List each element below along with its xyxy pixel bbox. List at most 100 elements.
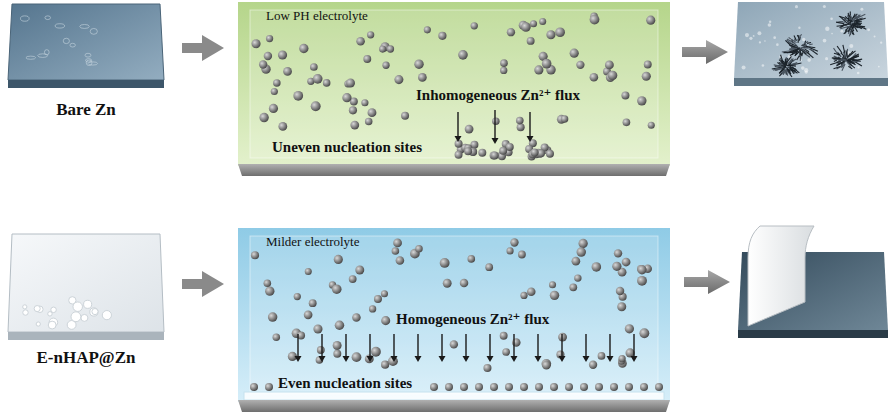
zn-ion <box>507 28 515 36</box>
dendrite-branch <box>849 30 851 37</box>
zn-ion <box>612 262 621 271</box>
dendrite-branch <box>834 48 839 55</box>
surface-speckle <box>823 5 826 8</box>
zn-ion <box>648 122 655 129</box>
zn-ion <box>259 113 268 122</box>
zn-ion <box>264 52 272 60</box>
zn-ion <box>356 37 365 46</box>
dendrite-branch <box>852 54 859 58</box>
zn-ion <box>333 350 341 358</box>
dendrite-branch <box>834 53 839 54</box>
dendrite-branch <box>857 15 859 20</box>
surface-bubble <box>44 50 49 55</box>
dendrite-branch <box>799 49 801 54</box>
flux-arrowhead <box>391 356 398 362</box>
zn-ion <box>478 149 486 157</box>
surface-speckle <box>825 27 829 31</box>
surface-speckle <box>773 36 776 39</box>
dendrite-branch <box>786 62 787 65</box>
coating-grain <box>90 308 98 316</box>
surface-speckle <box>742 65 746 69</box>
zn-ion <box>618 355 625 362</box>
dendrite-branch <box>779 67 786 74</box>
zn-ion <box>531 148 539 156</box>
surface-speckle <box>764 40 766 42</box>
zn-ion <box>505 383 513 391</box>
zn-ion <box>577 247 586 256</box>
dendrite-branch <box>836 22 844 24</box>
dendrite-branch <box>792 48 799 52</box>
text-holder: Homogeneous Zn²⁺ flux <box>396 310 549 328</box>
zn-ion <box>625 383 633 391</box>
dendrite-branch <box>841 63 844 67</box>
electrolyte-tank <box>238 228 670 402</box>
zn-ion <box>576 61 584 69</box>
zn-ion <box>467 255 475 263</box>
surface-bubble <box>85 53 91 57</box>
coating-grain <box>48 312 52 316</box>
flux-arrowhead <box>583 356 590 362</box>
surface-bubble <box>45 16 51 20</box>
dendrite-branch <box>845 16 850 21</box>
zn-ion <box>374 295 382 303</box>
zn-ion <box>520 292 527 299</box>
process-arrow <box>182 279 204 289</box>
zn-ion <box>394 75 403 84</box>
surface-speckle <box>867 28 870 31</box>
tank-glass <box>250 10 658 158</box>
surface-speckle <box>880 41 882 43</box>
dendrite-branch <box>792 48 796 49</box>
surface-speckle <box>768 23 772 27</box>
zn-ion <box>483 364 491 372</box>
zn-ion <box>424 26 431 33</box>
zn-ion <box>266 35 273 42</box>
zn-ion <box>518 251 526 259</box>
zn-ion <box>534 65 543 74</box>
text-holder: E-nHAP@Zn <box>37 348 136 368</box>
tank-glass <box>250 236 658 394</box>
zn-substrate <box>238 400 670 412</box>
flux-arrowhead <box>415 356 422 362</box>
surface-speckle <box>874 36 876 38</box>
coating-grain <box>73 302 82 311</box>
zn-ion <box>369 305 376 312</box>
surface-speckle <box>807 58 811 62</box>
dendrite-branch <box>849 60 852 62</box>
process-arrow <box>182 43 204 53</box>
dendrite-branch <box>845 29 847 33</box>
zn-ion <box>616 287 624 295</box>
text-holder: Milder electrolyte <box>266 234 360 250</box>
zn-ion <box>365 354 374 363</box>
dendrite-branch <box>775 68 781 70</box>
dendrite-branch <box>800 49 806 54</box>
dendrite-branch <box>809 47 818 51</box>
zn-ion <box>393 239 402 248</box>
zn-ion <box>278 50 287 59</box>
dendrite-branch <box>779 60 786 66</box>
zn-ion <box>251 251 259 259</box>
zn-ion <box>396 256 405 265</box>
zn-ion <box>578 239 587 248</box>
zn-ion <box>655 383 663 391</box>
zn-ion <box>333 341 342 350</box>
process-arrow <box>684 270 730 294</box>
zn-ion <box>346 79 355 88</box>
zn-ion <box>455 151 463 159</box>
flux-arrowhead <box>511 356 518 362</box>
zn-ion <box>349 106 357 114</box>
flux-arrow <box>345 334 346 357</box>
zn-ion <box>550 383 558 391</box>
zn-plate-face <box>734 2 888 78</box>
zn-ion <box>530 20 537 27</box>
dendrite-branch <box>796 51 797 54</box>
cell-label: Even nucleation sites <box>278 374 412 392</box>
dendrite-branch <box>781 60 784 63</box>
flux-arrow <box>297 334 298 357</box>
zn-ion <box>294 293 301 300</box>
flux-arrow <box>417 334 418 357</box>
dendrite-branch <box>786 57 788 61</box>
dendrite-branch <box>787 51 797 53</box>
zn-ion <box>335 321 344 330</box>
zn-plate-face <box>8 234 164 332</box>
flux-arrowhead <box>295 356 302 362</box>
